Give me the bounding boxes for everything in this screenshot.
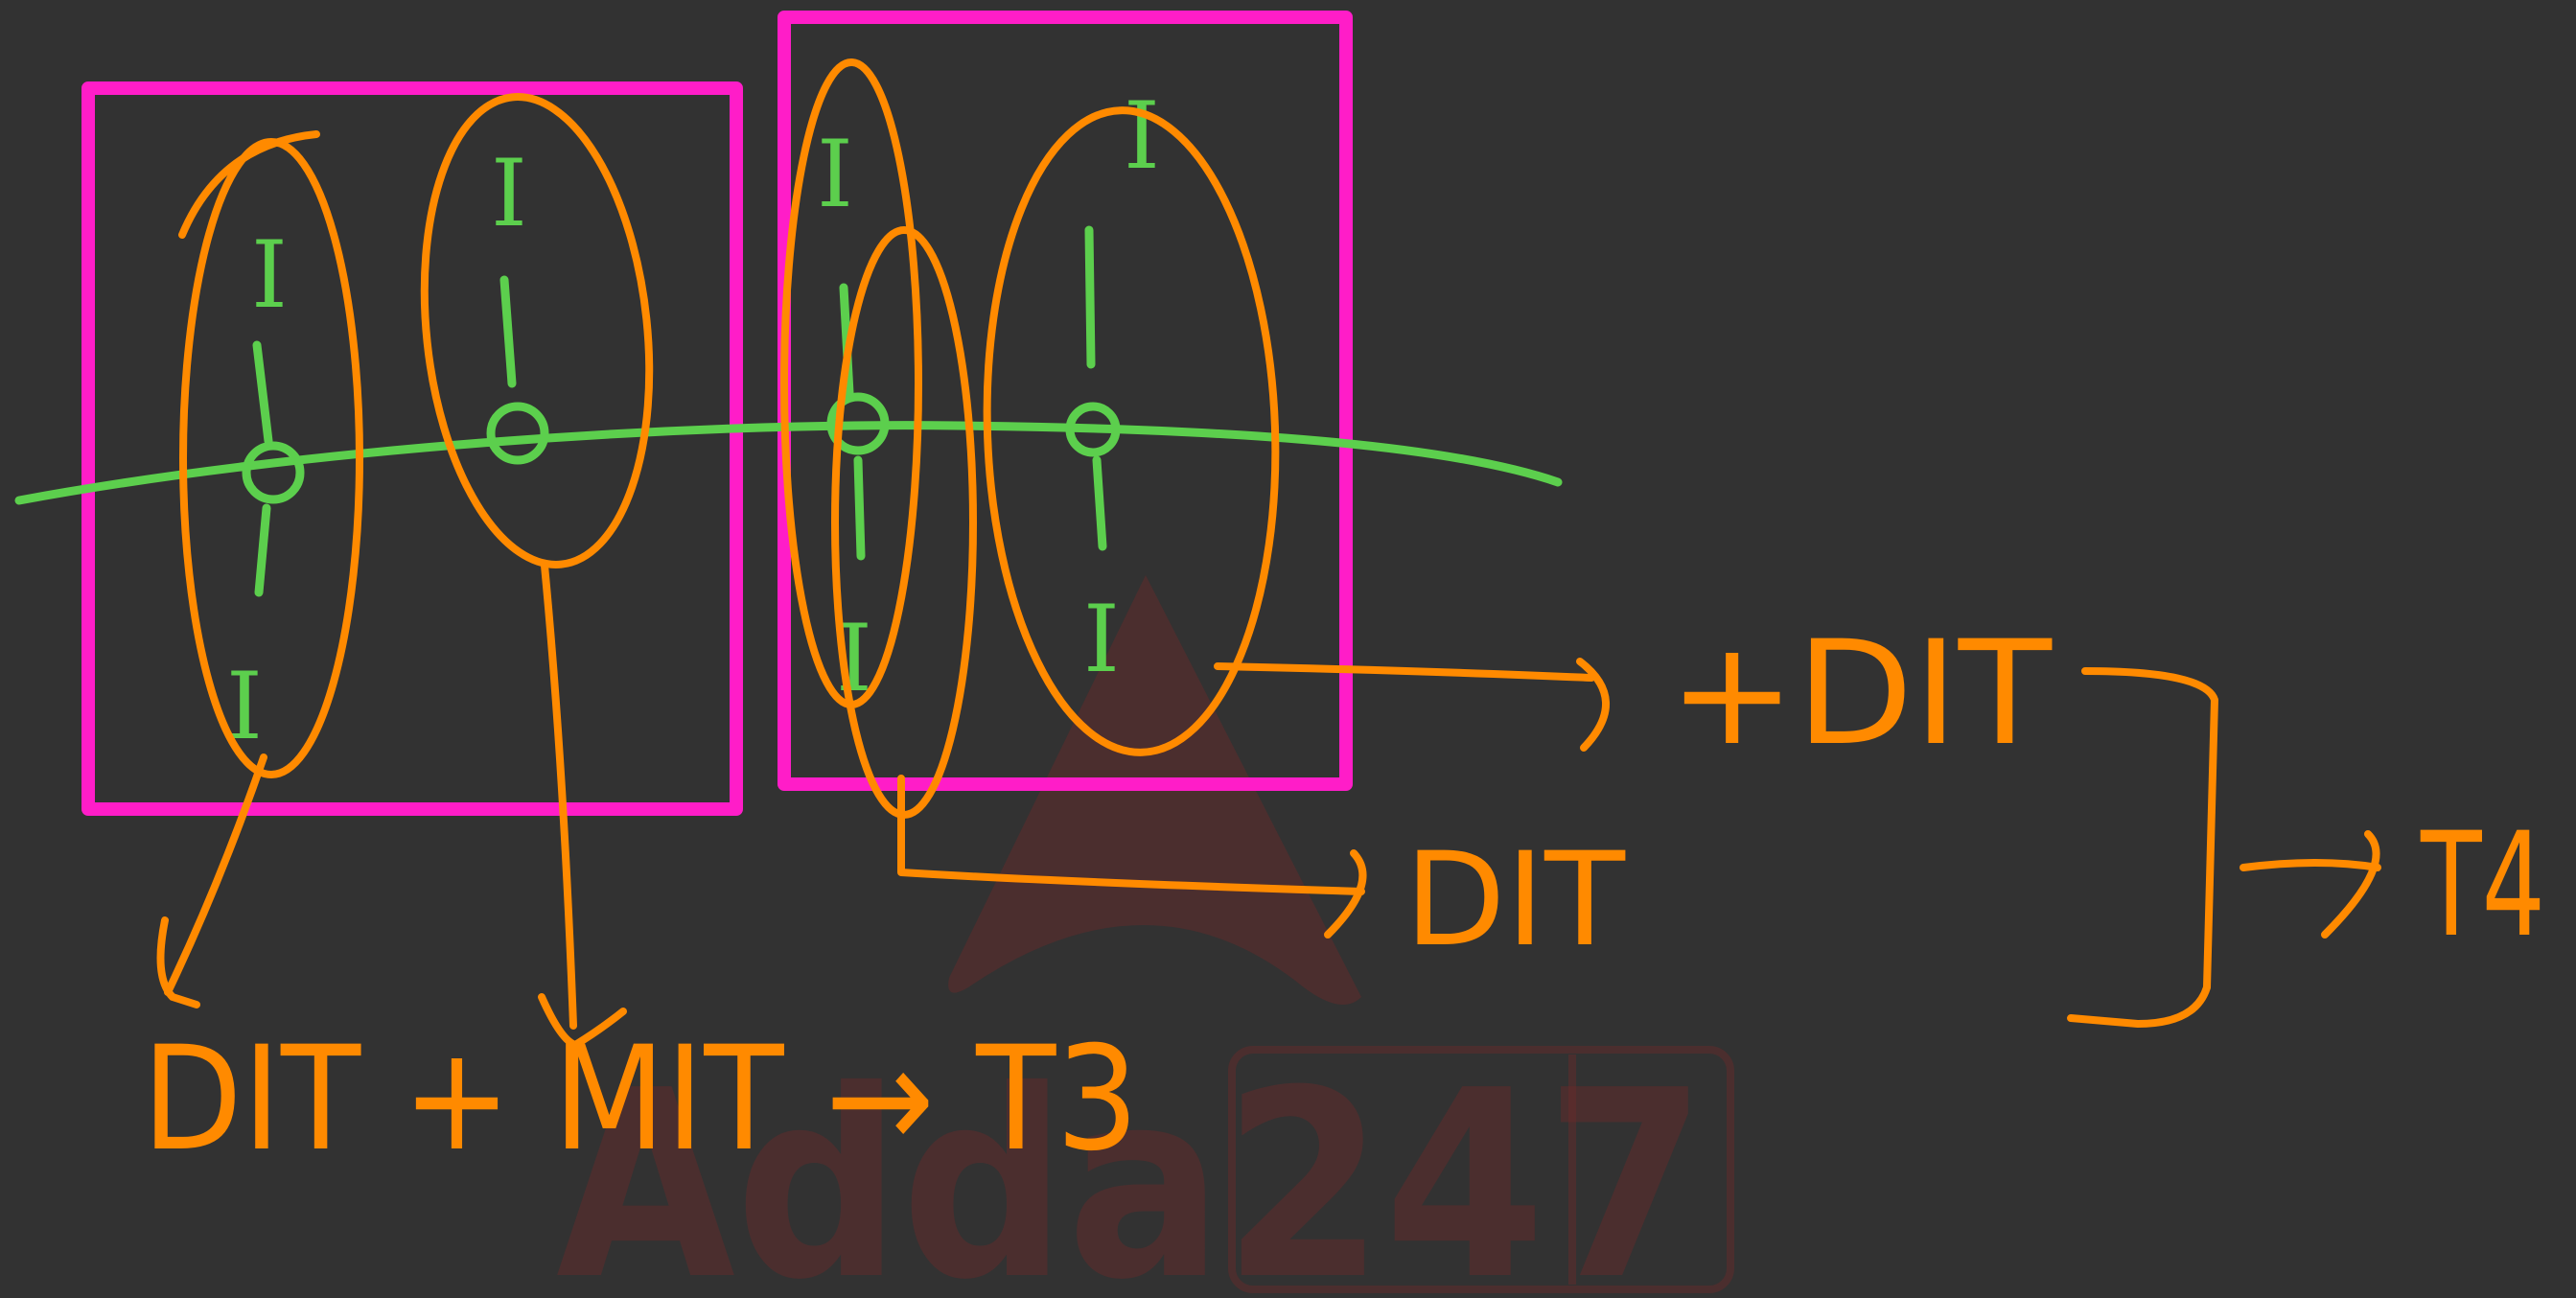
ion-labels: I I I I I I I [226, 82, 1160, 760]
ion-label-3-top: I [817, 121, 853, 228]
watermark: Adda247 [556, 575, 1734, 1298]
ellipse-group-4 [983, 106, 1280, 756]
ion-label-2-top: I [491, 140, 527, 247]
ellipse-group-1-tail [178, 130, 320, 239]
arrow-group1-to-dit [164, 753, 267, 996]
arrow-bracket-head [2321, 830, 2380, 939]
watermark-brand: Adda247 [556, 1034, 1706, 1298]
arrow-bracket-to-t4 [2239, 859, 2381, 871]
void-node-1 [242, 441, 305, 504]
group-ellipses [178, 58, 1280, 819]
void-node-4 [1065, 402, 1121, 457]
bond-4-top [1084, 225, 1096, 369]
void-node-2 [486, 402, 549, 465]
arrow-group4-to-plus-dit [1214, 662, 1595, 682]
unit-cell-left [81, 81, 743, 816]
void-nodes [242, 392, 1121, 504]
bond-2-top [499, 275, 517, 388]
bracket-right [2067, 667, 2218, 1028]
arrow-group1-head [156, 916, 200, 1008]
arrow-group4-head [1576, 658, 1610, 752]
arrow-group2-head [538, 993, 627, 1049]
label-plus-dit: +DIT [1668, 611, 2053, 777]
ion-label-4-top: I [1124, 82, 1160, 190]
ion-label-4-bottom: I [1083, 586, 1120, 693]
bond-1-top [252, 340, 273, 446]
label-dit-mit-t3: DIT + MIT → T3 [142, 1016, 1139, 1183]
annotation-labels: DIT + MIT → T3 +DIT DIT T4 [142, 611, 2545, 1183]
lattice-line [14, 421, 1563, 505]
label-dit-bottom: DIT [1404, 824, 1626, 975]
ellipse-group-2 [420, 93, 654, 568]
ion-label-1-top: I [251, 221, 288, 329]
arrow-group3-head [1324, 849, 1367, 939]
connector-arrows [156, 562, 2381, 1049]
bond-4-bottom [1092, 455, 1107, 551]
bond-3-bottom [853, 455, 866, 561]
label-t4: T4 [2420, 802, 2545, 969]
arrow-group2-to-mit [541, 562, 577, 1030]
bond-1-bottom [254, 503, 271, 597]
watermark-box [1228, 1046, 1734, 1293]
void-node-3 [826, 392, 890, 455]
bond-strokes [252, 225, 1107, 597]
arrow-group3-to-dit [897, 775, 1365, 895]
